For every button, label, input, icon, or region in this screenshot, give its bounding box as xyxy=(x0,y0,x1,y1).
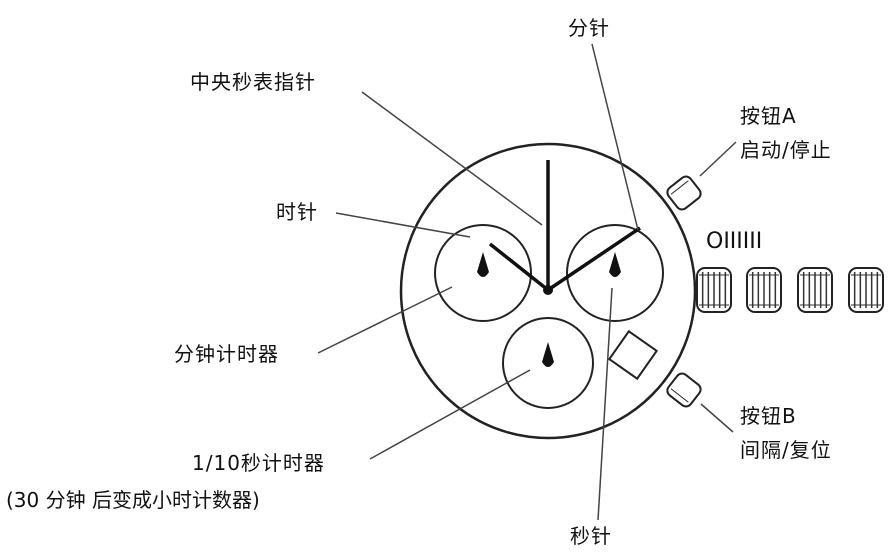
crown-position-1 xyxy=(746,267,782,313)
crown-position-3 xyxy=(848,267,884,313)
crown-position-0 xyxy=(696,267,732,313)
label-button-b-desc: 间隔/复位 xyxy=(740,438,832,462)
leader-chrono-second xyxy=(361,91,543,226)
leader-tenth-second xyxy=(369,369,531,460)
date-window xyxy=(607,329,659,381)
label-chrono-second-hand: 中央秒表指针 xyxy=(190,70,316,94)
minute-counter-hand xyxy=(477,252,489,277)
hour-hand xyxy=(488,242,550,292)
label-tenth-second-counter: 1/10秒计时器 xyxy=(192,451,325,475)
watch-case xyxy=(399,142,697,440)
small-seconds-dial xyxy=(566,224,664,322)
leader-minute-counter xyxy=(317,286,453,354)
tenth-second-dial xyxy=(502,317,594,409)
label-tenth-second-note: (30 分钟 后变成小时计数器) xyxy=(6,488,260,512)
leader-button-b xyxy=(700,403,734,433)
label-button-a-desc: 启动/停止 xyxy=(740,138,832,162)
label-crown-positions: OIIIIII xyxy=(706,229,763,254)
label-minute-hand: 分针 xyxy=(568,16,610,40)
small-seconds-hand xyxy=(609,252,621,277)
tenth-second-hand xyxy=(542,342,554,367)
leader-second-hand xyxy=(597,287,613,521)
leader-minute-hand xyxy=(591,43,639,231)
minute-counter-dial xyxy=(434,224,532,322)
label-minute-counter: 分钟计时器 xyxy=(174,342,279,366)
button-b xyxy=(666,372,702,408)
label-button-b-title: 按钮B xyxy=(740,404,797,428)
label-button-a-title: 按钮A xyxy=(740,104,797,128)
minute-hand xyxy=(547,226,641,292)
leader-hour-hand xyxy=(335,212,471,238)
label-second-hand: 秒针 xyxy=(570,524,612,548)
center-pin xyxy=(543,285,553,295)
label-hour-hand: 时针 xyxy=(276,200,318,224)
crown-position-2 xyxy=(797,267,833,313)
leader-button-a xyxy=(699,141,737,177)
button-a xyxy=(666,175,702,211)
